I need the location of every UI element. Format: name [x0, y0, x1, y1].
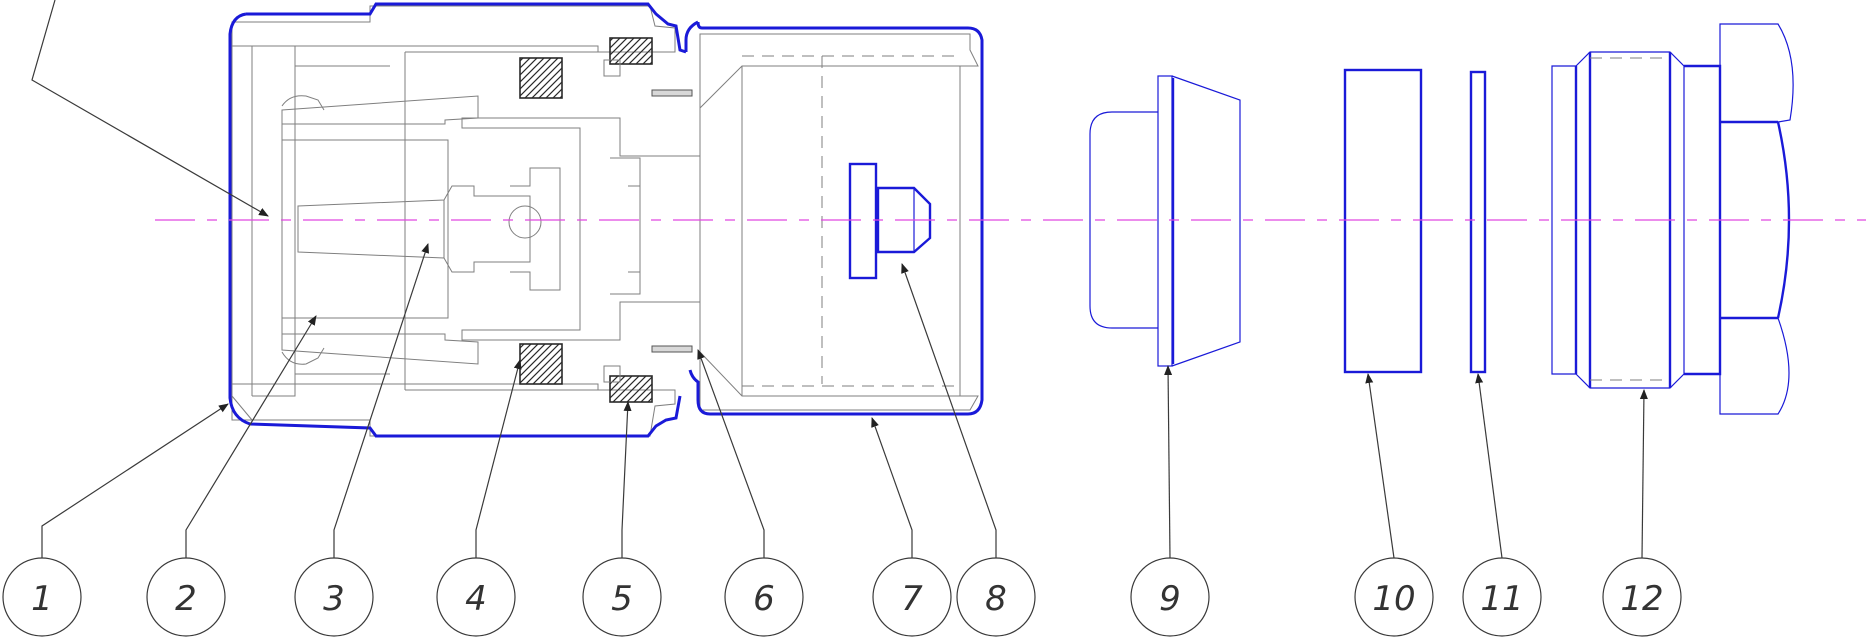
inner-valve: [281, 95, 701, 365]
balloon-label: 7: [901, 579, 923, 619]
seal-5-bottom: [609, 375, 653, 403]
balloon-4: 4: [436, 557, 516, 637]
pin: [848, 162, 932, 280]
balloon-label: 2: [175, 579, 197, 619]
adapter-sleeve: [684, 20, 984, 416]
balloon-label: 6: [753, 579, 775, 619]
balloon-label: 9: [1159, 579, 1181, 619]
washer: [1469, 70, 1487, 374]
balloon-9: 9: [1130, 557, 1210, 637]
balloon-2: 2: [146, 557, 226, 637]
balloon-3: 3: [294, 557, 374, 637]
balloon-11: 11: [1462, 557, 1542, 637]
balloon-label: 11: [1480, 579, 1523, 619]
seal-4-top: [519, 57, 563, 99]
balloon-1: 1: [2, 557, 82, 637]
balloon-label: 1: [31, 579, 53, 619]
balloon-label: 3: [323, 579, 345, 619]
balloon-5: 5: [582, 557, 662, 637]
balloon-label: 5: [611, 579, 633, 619]
balloon-10: 10: [1354, 557, 1434, 637]
retaining-ring: [651, 89, 693, 353]
ferrule: [1089, 75, 1241, 367]
balloon-label: 4: [465, 579, 487, 619]
seal-4-bottom: [519, 343, 563, 385]
body-housing: [228, 2, 687, 438]
balloon-7: 7: [872, 557, 952, 637]
balloon-6: 6: [724, 557, 804, 637]
balloon-label: 8: [985, 579, 1007, 619]
leader-lines: [31, 0, 1648, 559]
seals: [519, 37, 653, 403]
seal-5-top: [609, 37, 653, 65]
balloon-12: 12: [1602, 557, 1682, 637]
balloon-label: 10: [1372, 579, 1415, 619]
hex-nut: [1551, 23, 1794, 415]
balloon-8: 8: [956, 557, 1036, 637]
balloon-label: 12: [1620, 579, 1663, 619]
spacer: [1343, 68, 1423, 374]
